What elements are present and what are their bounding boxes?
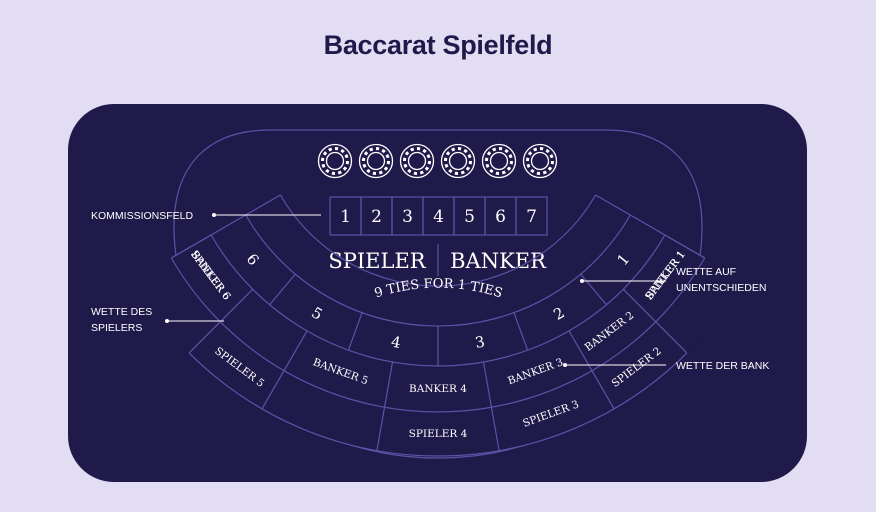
casino-chip-icon — [358, 143, 394, 179]
commission-box: 6 — [484, 196, 517, 236]
banker-header: BANKER — [450, 249, 547, 273]
ring-divider — [482, 361, 500, 451]
callout-tie-bet-line2: UNENTSCHIEDEN — [676, 282, 766, 294]
casino-chip-icon — [317, 143, 353, 179]
commission-box-number: 2 — [371, 207, 382, 227]
player-header: SPIELER — [328, 249, 426, 273]
callout-player-bet-dot — [165, 319, 169, 323]
commission-box-number: 1 — [340, 207, 351, 227]
callout-tie-bet-line1: WETTE AUF — [676, 266, 736, 278]
callout-commission-dot — [212, 213, 216, 217]
ring-divider — [347, 312, 363, 351]
ring-divider — [269, 273, 296, 306]
commission-box: 1 — [329, 196, 362, 236]
casino-chip-icon — [440, 143, 476, 179]
betting-ring-grid — [133, 194, 743, 457]
banker-bet-label: BANKER 4 — [409, 383, 467, 395]
commission-box-number: 6 — [495, 207, 506, 227]
callout-commission-label: KOMMISSIONSFELD — [91, 210, 194, 222]
casino-chip-icon — [399, 143, 435, 179]
chip-row — [317, 143, 558, 179]
ring-divider — [622, 288, 688, 354]
callout-player-bet-line2: SPIELERS — [91, 322, 142, 334]
ring-divider — [664, 234, 706, 259]
commission-box-number: 4 — [433, 207, 444, 227]
ring-divider — [580, 273, 607, 306]
commission-box: 7 — [515, 196, 548, 236]
tie-number: 3 — [474, 333, 487, 352]
callout-commission: KOMMISSIONSFELD — [91, 210, 321, 222]
callout-banker-bet: WETTE DER BANK — [563, 360, 769, 372]
callout-banker-bet-dot — [563, 363, 567, 367]
callout-player-bet: WETTE DES SPIELERS — [91, 306, 224, 334]
commission-box: 2 — [360, 196, 393, 236]
player-bet-label: SPIELER 4 — [409, 428, 468, 440]
ring-arc — [279, 194, 597, 287]
commission-box: 3 — [391, 196, 424, 236]
callout-tie-bet: WETTE AUF UNENTSCHIEDEN — [580, 266, 766, 294]
ring-divider — [568, 330, 615, 410]
ring-divider — [261, 330, 308, 410]
ring-divider — [170, 234, 212, 259]
tie-number: 4 — [390, 333, 403, 352]
commission-box: 5 — [453, 196, 486, 236]
page-title: Baccarat Spielfeld — [323, 30, 553, 60]
ring-edge — [245, 194, 631, 216]
casino-chip-icon — [522, 143, 558, 179]
commission-box: 4 — [422, 196, 455, 236]
callout-tie-bet-dot — [580, 279, 584, 283]
callout-banker-bet-label: WETTE DER BANK — [676, 360, 769, 372]
ring-divider — [376, 361, 394, 451]
commission-box-number: 5 — [464, 207, 475, 227]
ring-divider — [513, 312, 529, 351]
commission-box-number: 3 — [402, 207, 413, 227]
callout-player-bet-line1: WETTE DES — [91, 306, 152, 318]
casino-chip-icon — [481, 143, 517, 179]
ring-arc — [188, 352, 688, 457]
commission-box-number: 7 — [526, 207, 537, 227]
ring-arc — [170, 257, 706, 413]
